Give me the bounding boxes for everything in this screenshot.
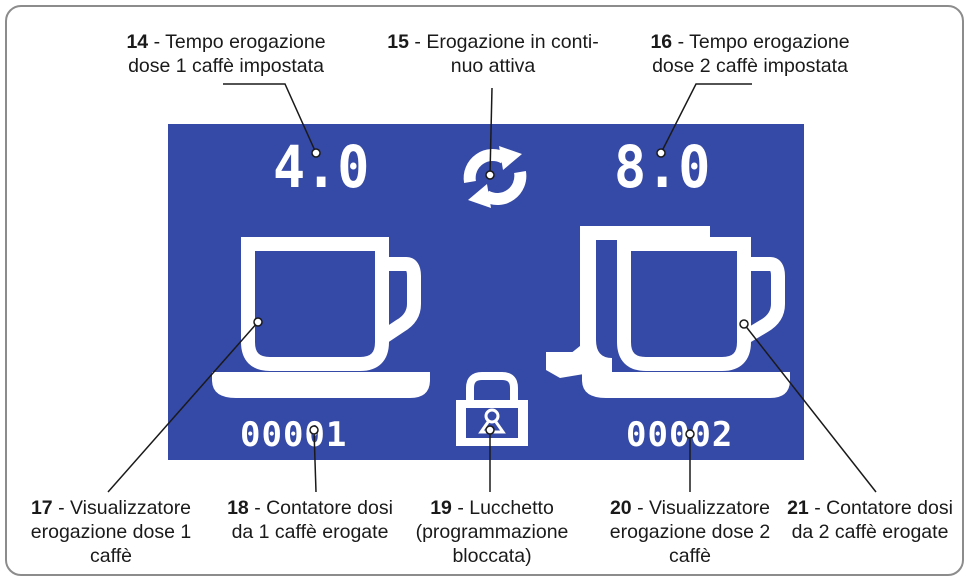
- single-dose-counter: 00001: [240, 415, 348, 455]
- double-dose-time: 8.0: [614, 133, 711, 201]
- callout-15: 15 - Erogazione in conti-nuo attiva: [387, 31, 599, 77]
- leader-line-16: [660, 83, 752, 154]
- leader-lines: [107, 83, 877, 493]
- leader-dots: [253, 148, 749, 439]
- leader-line-21: [743, 323, 877, 493]
- single-cup-icon: [212, 237, 430, 398]
- leader-line-18: [313, 429, 317, 493]
- leader-line-15: [489, 87, 493, 176]
- double-dose-counter: 00002: [626, 415, 734, 455]
- double-cup-icon: [546, 226, 790, 398]
- leader-line-17: [107, 321, 259, 493]
- single-dose-time: 4.0: [273, 133, 370, 201]
- diagram-frame: [5, 5, 964, 576]
- leader-line-14: [223, 83, 317, 154]
- continuous-dispense-icon: [463, 146, 527, 208]
- padlock-icon: [456, 372, 528, 446]
